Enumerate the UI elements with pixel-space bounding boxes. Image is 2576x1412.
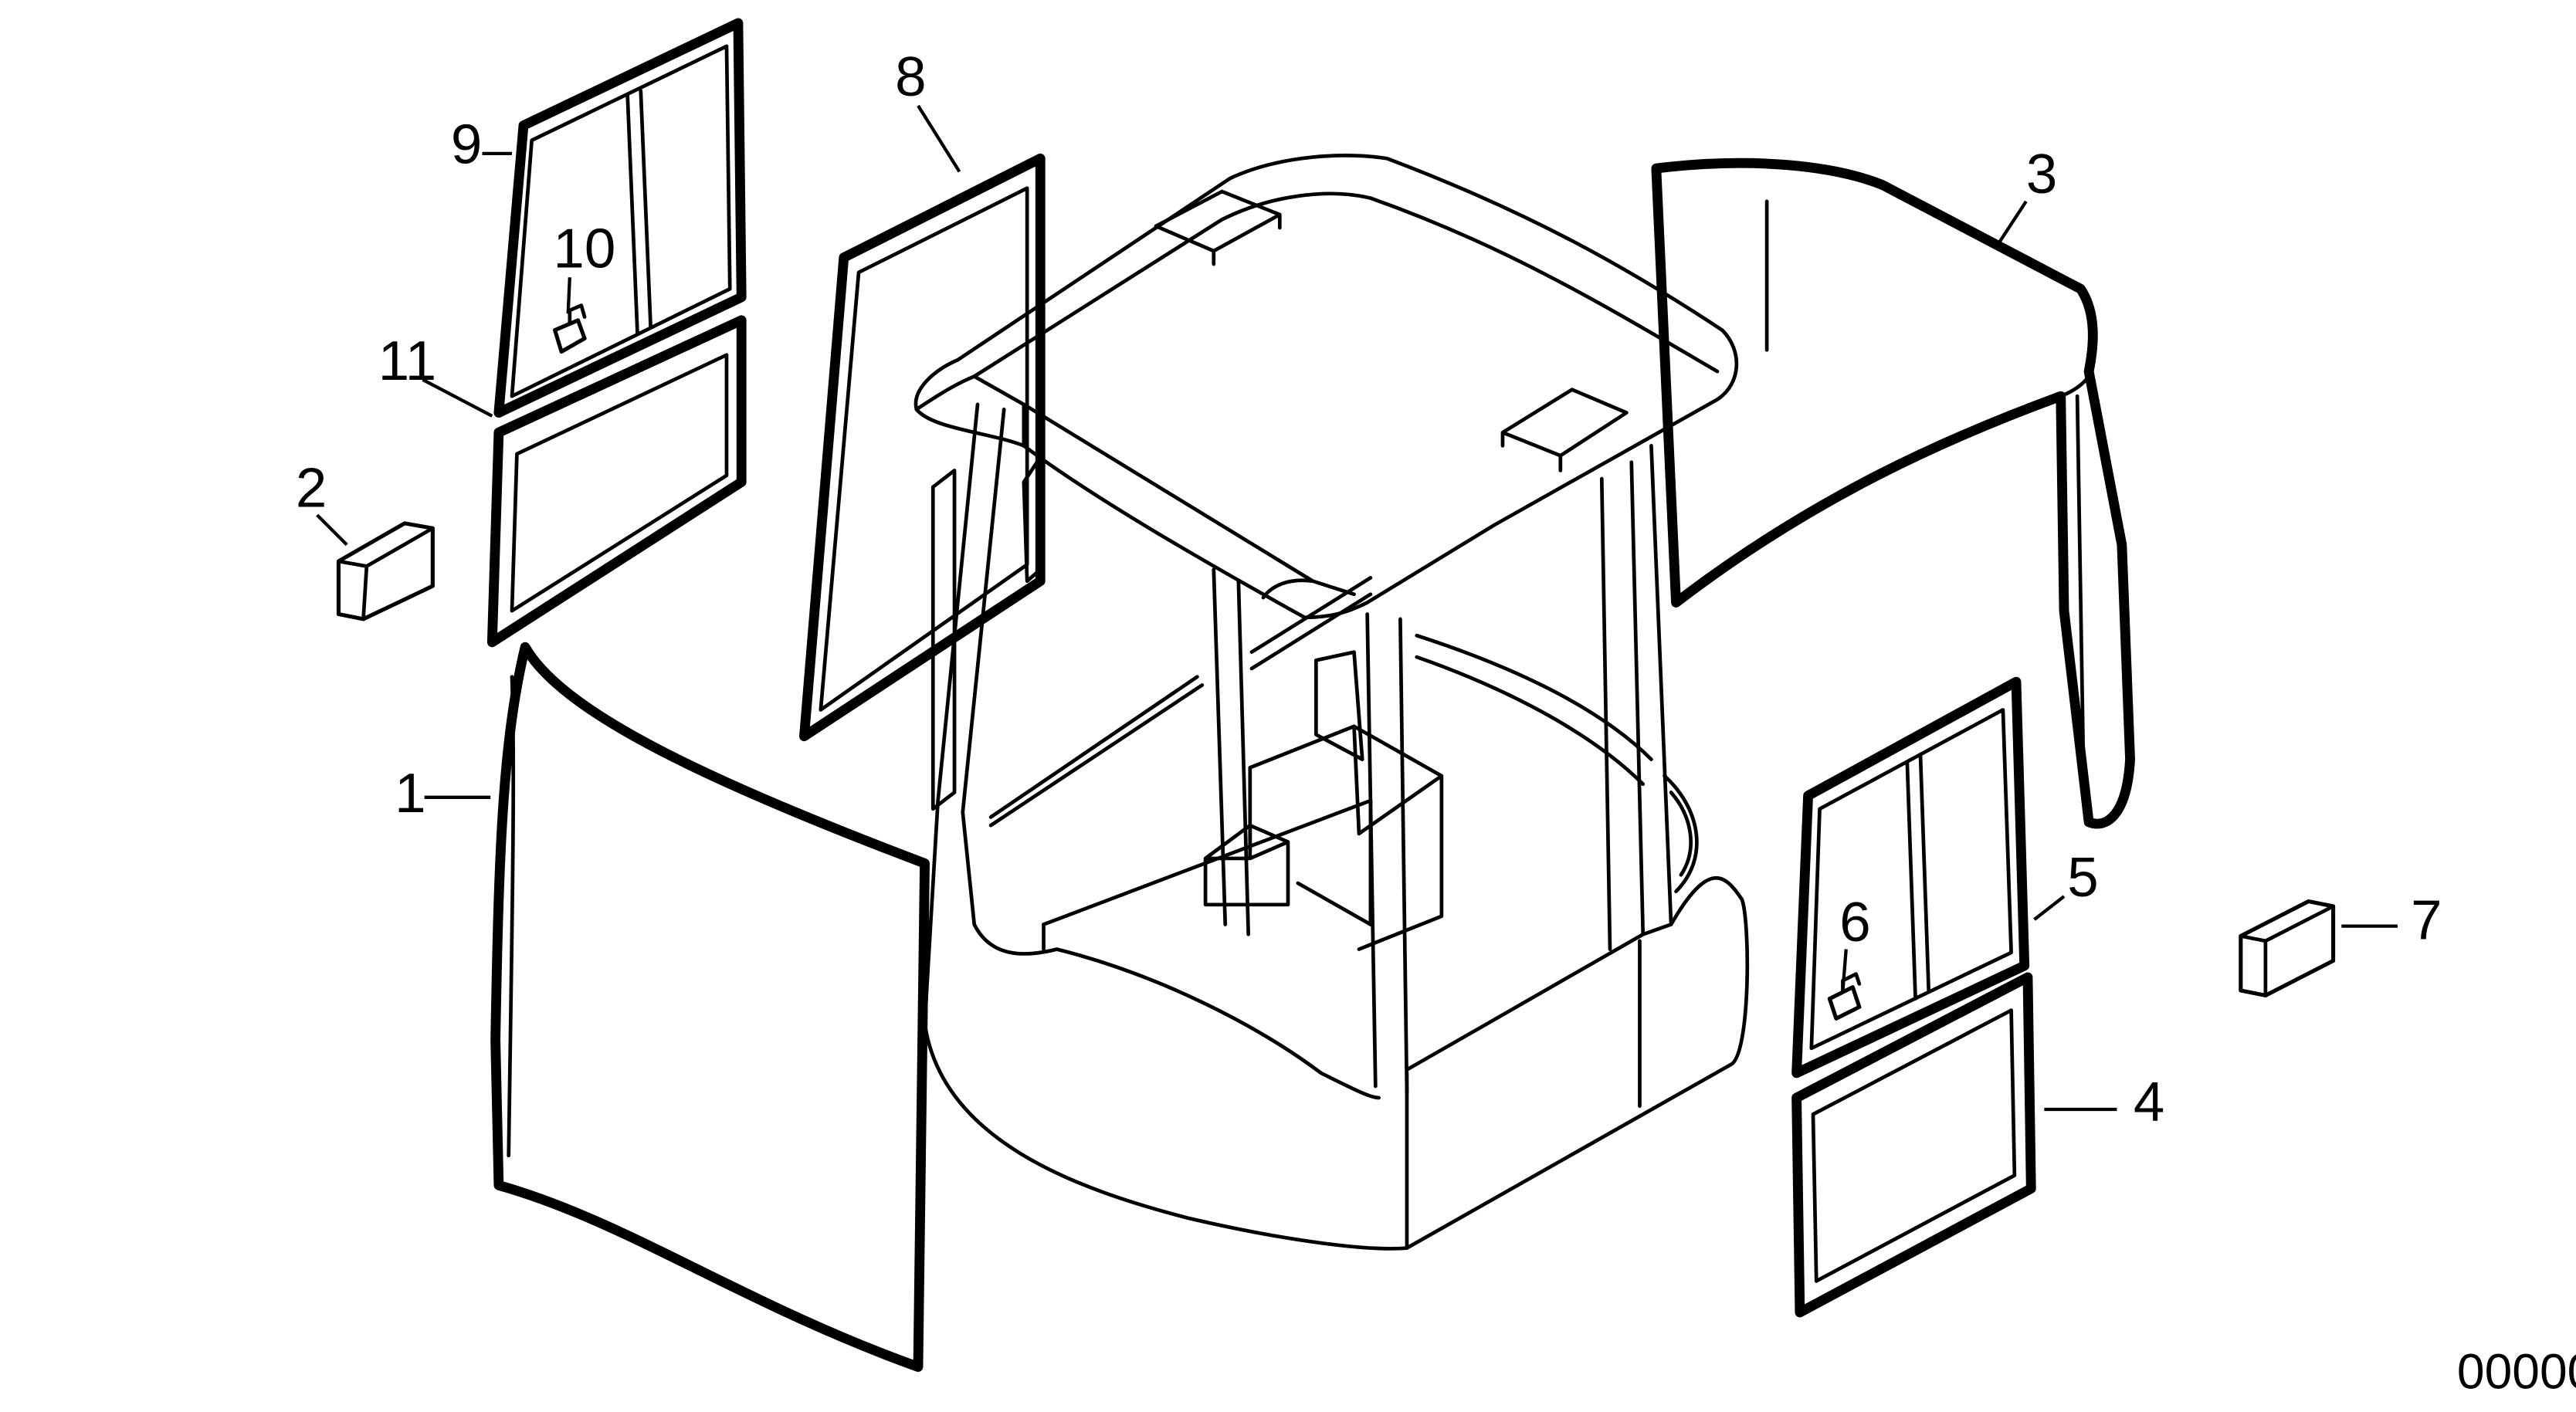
cab-lower-body (923, 798, 1750, 1251)
callout-4: 4 (2134, 1071, 2164, 1133)
leader-6 (1841, 949, 1848, 991)
part-4-right-lower-window (1791, 972, 2036, 1318)
leader-lines (316, 104, 2398, 1112)
callout-7: 7 (2411, 889, 2442, 952)
front-left-pillar (936, 402, 1006, 814)
callout-5: 5 (2067, 846, 2098, 909)
part-3-rear-window (1651, 157, 2135, 829)
callout-1: 1 (395, 762, 425, 825)
roof-pad-front (1154, 189, 1282, 266)
drawing-number: 00000114 (2457, 1343, 2576, 1399)
callout-8: 8 (895, 46, 926, 108)
leader-5 (2033, 895, 2066, 921)
part-8-side-window (799, 153, 1046, 742)
callout-11: 11 (378, 330, 436, 392)
part-2-block (336, 521, 435, 621)
cab-roof (913, 154, 1739, 620)
callout-9: 9 (451, 113, 482, 176)
part-5-right-upper-window (1791, 676, 2030, 1078)
leader-2 (316, 513, 348, 547)
callout-10: 10 (553, 217, 615, 279)
rear-right-pillar (1599, 460, 1646, 951)
part-7-block (2239, 899, 2336, 997)
leader-11 (422, 378, 493, 418)
roof-pad-rear (1500, 388, 1629, 472)
callout-3: 3 (2026, 143, 2057, 205)
front-right-pillar (1212, 567, 1251, 936)
cab-frame (913, 154, 1750, 1251)
part-11-left-lower-window (486, 315, 747, 648)
callouts: 1 2 3 4 5 6 7 8 9 10 11 (296, 46, 2442, 1133)
rear-left-pillar (1365, 612, 1409, 1095)
part-9-left-upper-window (493, 18, 747, 418)
leader-3 (1996, 200, 2028, 245)
part-10-latch (553, 303, 587, 354)
leader-8 (917, 104, 961, 173)
part-1-front-windshield (490, 642, 930, 1372)
callout-2: 2 (296, 456, 327, 519)
callout-6: 6 (1839, 891, 1870, 953)
leader-10 (566, 277, 571, 314)
